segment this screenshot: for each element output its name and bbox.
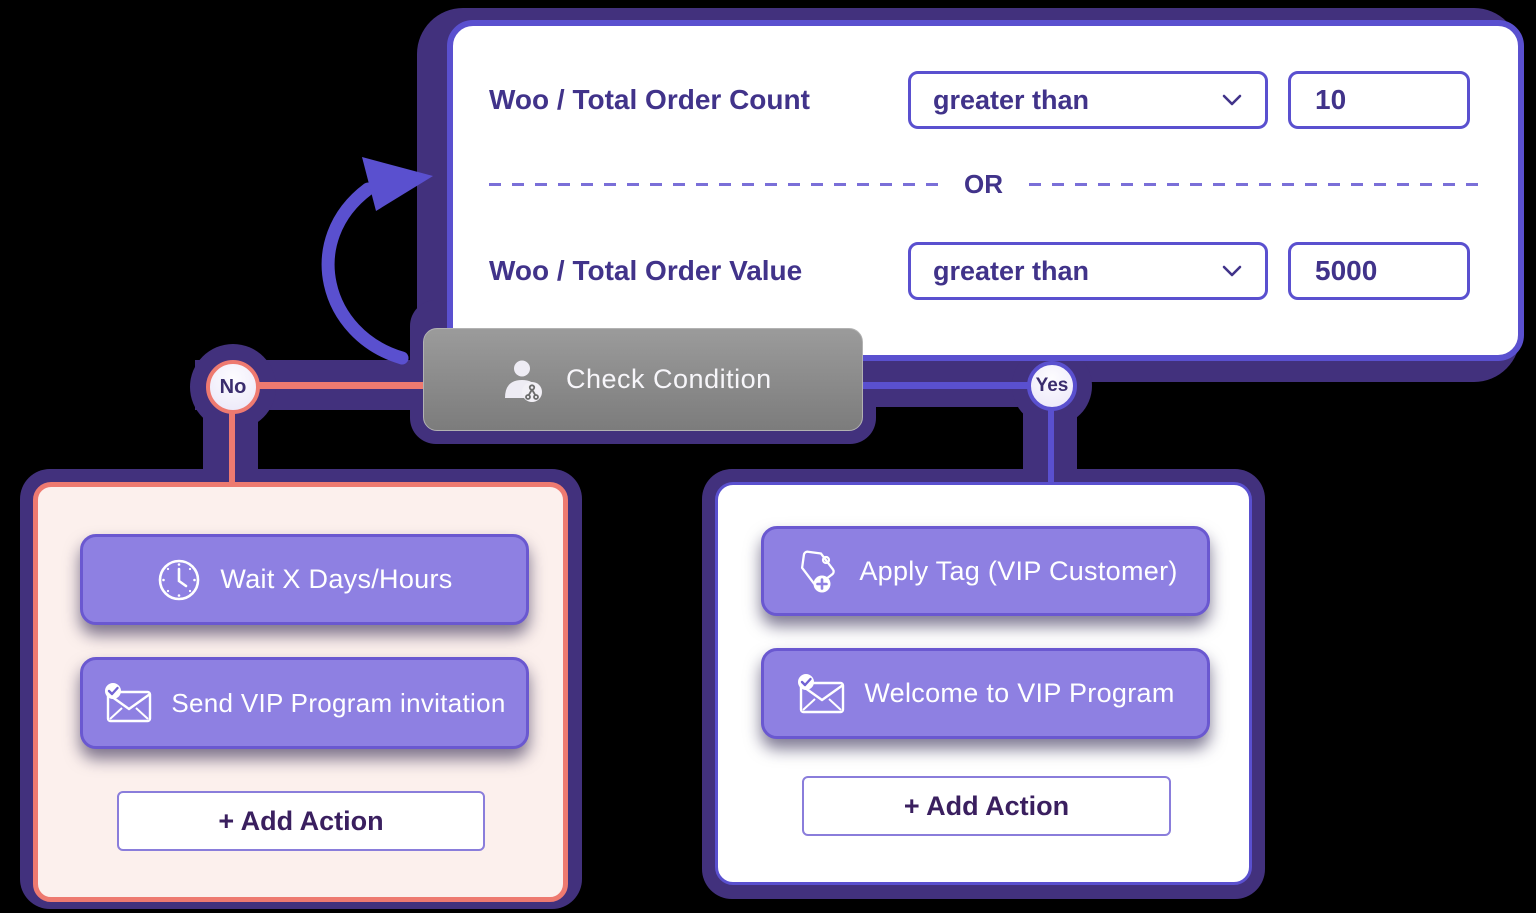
operator-dropdown[interactable]: greater than bbox=[908, 71, 1268, 129]
add-action-button[interactable]: + Add Action bbox=[117, 791, 485, 851]
clock-icon bbox=[159, 559, 200, 600]
or-divider: OR bbox=[489, 167, 1478, 201]
no-label: No bbox=[219, 375, 247, 398]
yes-branch-box: Apply Tag (VIP Customer) Welcome to VIP … bbox=[715, 482, 1252, 885]
condition-value-input[interactable]: 10 bbox=[1288, 71, 1470, 129]
yes-label: Yes bbox=[1035, 375, 1069, 396]
chevron-down-icon bbox=[1222, 94, 1242, 106]
condition-field-label: Woo / Total Order Count bbox=[489, 84, 810, 115]
condition-field-label: Woo / Total Order Value bbox=[489, 255, 803, 286]
no-branch-badge: No bbox=[206, 360, 260, 414]
action-label: Wait X Days/Hours bbox=[220, 564, 453, 594]
condition-value: 5000 bbox=[1315, 255, 1378, 286]
dashed-line bbox=[1029, 182, 1478, 186]
add-action-button[interactable]: + Add Action bbox=[802, 776, 1171, 836]
operator-dropdown[interactable]: greater than bbox=[908, 242, 1268, 300]
send-invitation-action-button[interactable]: Send VIP Program invitation bbox=[80, 657, 529, 749]
check-condition-label: Check Condition bbox=[566, 364, 772, 394]
no-connector-line bbox=[229, 406, 235, 484]
dashed-line bbox=[489, 182, 938, 186]
welcome-email-action-button[interactable]: Welcome to VIP Program bbox=[761, 648, 1210, 739]
no-branch-box: Wait X Days/Hours Send VIP Program invit… bbox=[33, 482, 568, 902]
wait-action-button[interactable]: Wait X Days/Hours bbox=[80, 534, 529, 625]
condition-value-input[interactable]: 5000 bbox=[1288, 242, 1470, 300]
condition-panel: Woo / Total Order Count greater than 10 … bbox=[447, 20, 1524, 361]
check-condition-node[interactable]: Check Condition bbox=[423, 328, 863, 431]
add-action-label: + Add Action bbox=[903, 790, 1070, 821]
operator-value: greater than bbox=[933, 84, 1090, 115]
yes-connector-outline bbox=[858, 352, 1033, 407]
operator-value: greater than bbox=[933, 255, 1090, 286]
tag-plus-icon bbox=[801, 550, 836, 593]
mail-check-icon bbox=[105, 683, 152, 723]
or-label: OR bbox=[964, 168, 1003, 199]
condition-value: 10 bbox=[1315, 84, 1347, 115]
mail-check-icon bbox=[798, 673, 845, 713]
action-label: Welcome to VIP Program bbox=[864, 678, 1175, 708]
curved-arrow-icon bbox=[321, 157, 433, 365]
apply-tag-action-button[interactable]: Apply Tag (VIP Customer) bbox=[761, 526, 1210, 616]
person-branch-icon bbox=[505, 360, 542, 402]
chevron-down-icon bbox=[1222, 265, 1242, 277]
no-connector-line bbox=[250, 382, 428, 389]
add-action-label: + Add Action bbox=[218, 805, 384, 836]
yes-connector-line bbox=[860, 382, 1030, 389]
action-label: Apply Tag (VIP Customer) bbox=[859, 555, 1178, 586]
action-label: Send VIP Program invitation bbox=[171, 687, 506, 718]
yes-branch-badge: Yes bbox=[1027, 361, 1077, 411]
yes-connector-line bbox=[1048, 406, 1054, 484]
